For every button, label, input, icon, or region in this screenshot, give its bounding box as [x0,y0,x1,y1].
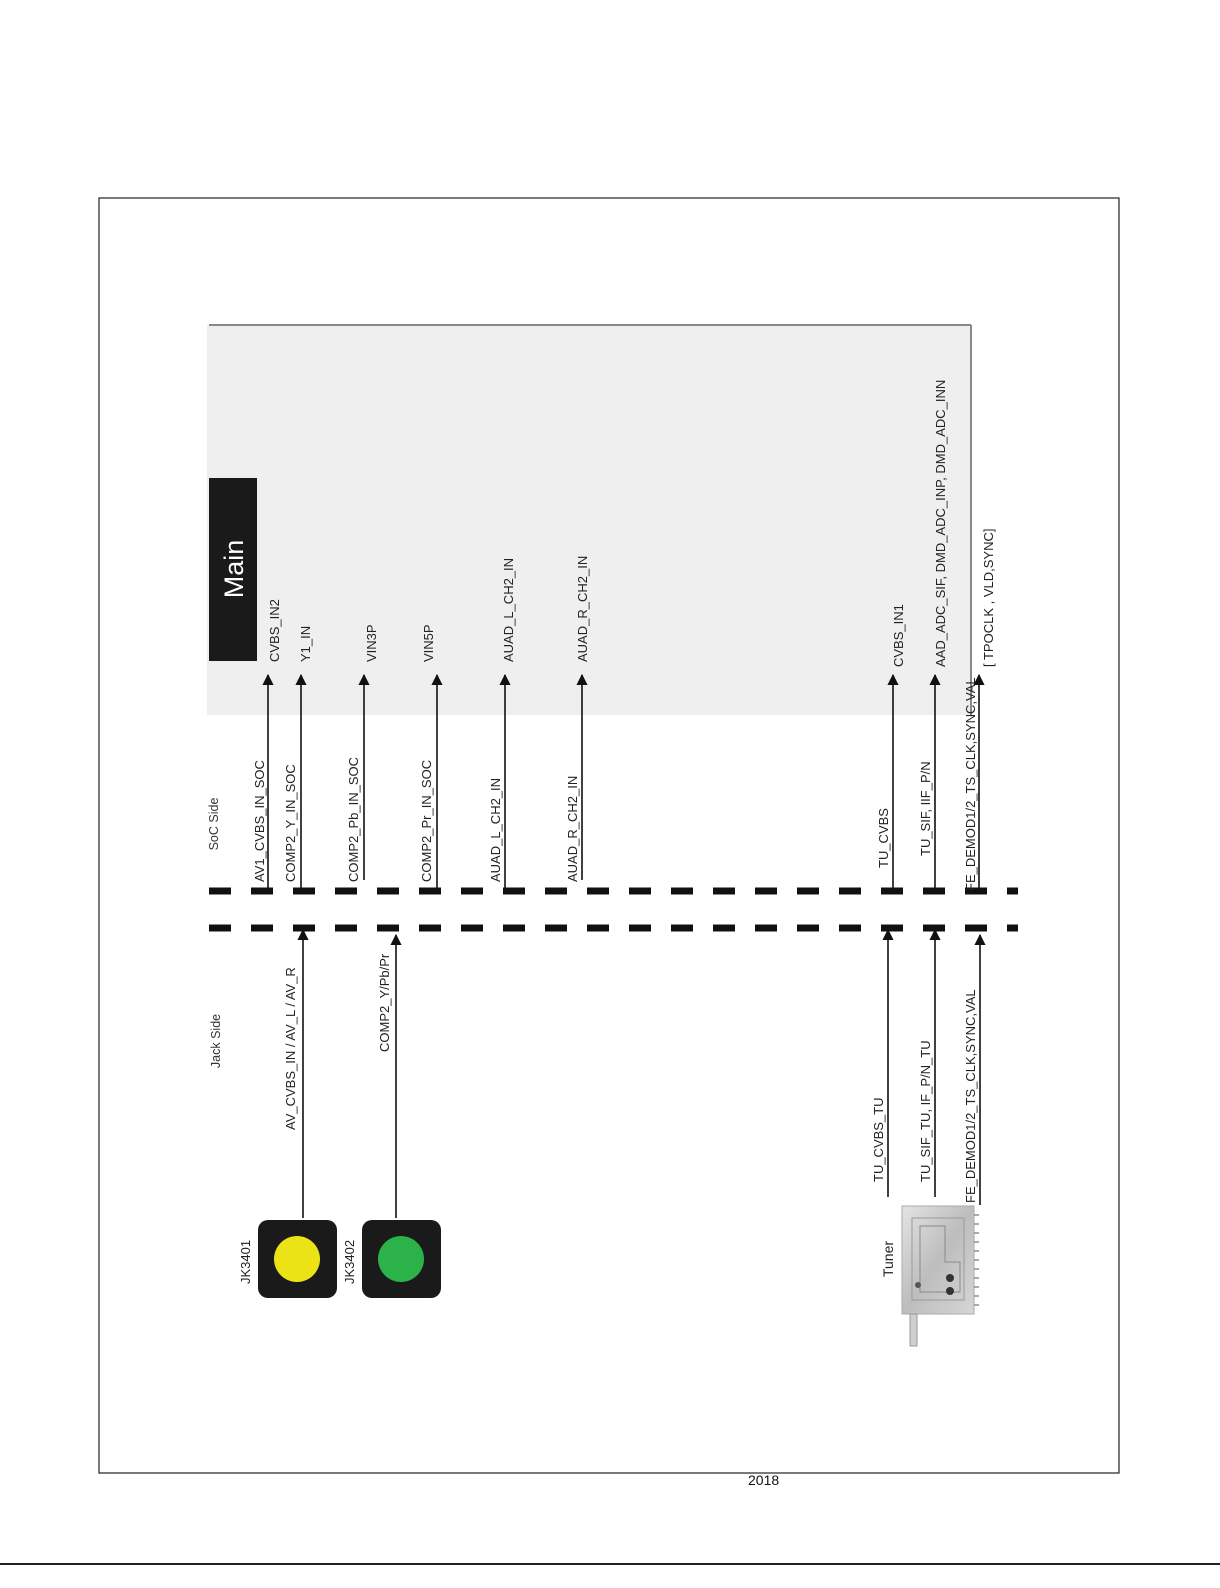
pin-auad-l-ch2-in: AUAD_L_CH2_IN [501,558,516,662]
sig-tu-sif-tu: TU_SIF_TU, IF_P/N_TU [918,1040,933,1182]
sig-auad-l-ch2-in: AUAD_L_CH2_IN [488,778,503,882]
pin-vin5p: VIN5P [421,624,436,662]
page-frame [98,197,1120,1474]
sig-fe-demod-jack: FE_DEMOD1/2_TS_CLK,SYNC,VAL [963,989,978,1203]
sig-av1-cvbs-in-soc: AV1_CVBS_IN_SOC [252,760,267,882]
jack-jk3401: JK3401 [238,1220,337,1298]
tuner-label: Tuner [880,1241,896,1277]
bottom-rule [0,1563,1220,1565]
jack-jk3401-ref: JK3401 [238,1240,253,1284]
pin-vin3p: VIN3P [364,624,379,662]
sig-comp2-ypbpr: COMP2_Y/Pb/Pr [377,953,392,1052]
tuner-module: Tuner [880,1205,979,1347]
jack-jk3402-green-dot [378,1236,424,1282]
pin-aad-adc: AAD_ADC_SIF, DMD_ADC_INP, DMD_ADC_INN [933,380,948,667]
sig-av-cvbs-in-jack: AV_CVBS_IN / AV_L / AV_R [283,967,298,1130]
main-label: Main [219,540,249,599]
main-label-block [209,478,257,661]
jack-side-label: Jack Side [209,1014,223,1068]
pin-y1-in: Y1_IN [298,626,313,662]
sig-tu-sif-iif: TU_SIF, IIF_P/N [918,761,933,856]
sig-comp2-pr-in-soc: COMP2_Pr_IN_SOC [419,760,434,882]
pin-cvbs-in2: CVBS_IN2 [267,599,282,662]
jack-jk3402-ref: JK3402 [342,1240,357,1284]
jack-jk3402: JK3402 [342,1220,441,1298]
jack-jk3401-yellow-dot [274,1236,320,1282]
sig-comp2-y-in-soc: COMP2_Y_IN_SOC [283,764,298,882]
footer-year: 2018 [748,1472,780,1488]
soc-side-label: SoC Side [207,798,221,851]
sig-auad-r-ch2-in: AUAD_R_CH2_IN [565,776,580,882]
pin-auad-r-ch2-in: AUAD_R_CH2_IN [575,556,590,662]
sig-fe-demod-soc: FE_DEMOD1/2_TS_CLK,SYNC,VAL [963,677,978,891]
sig-tu-cvbs-tu: TU_CVBS_TU [871,1097,886,1182]
pin-cvbs-in1: CVBS_IN1 [891,604,906,667]
sig-comp2-pb-in-soc: COMP2_Pb_IN_SOC [346,757,361,882]
soc-region [207,325,971,715]
pin-tpo: [ TPOCLK , VLD,SYNC] [981,529,996,667]
sig-tu-cvbs: TU_CVBS [876,808,891,868]
